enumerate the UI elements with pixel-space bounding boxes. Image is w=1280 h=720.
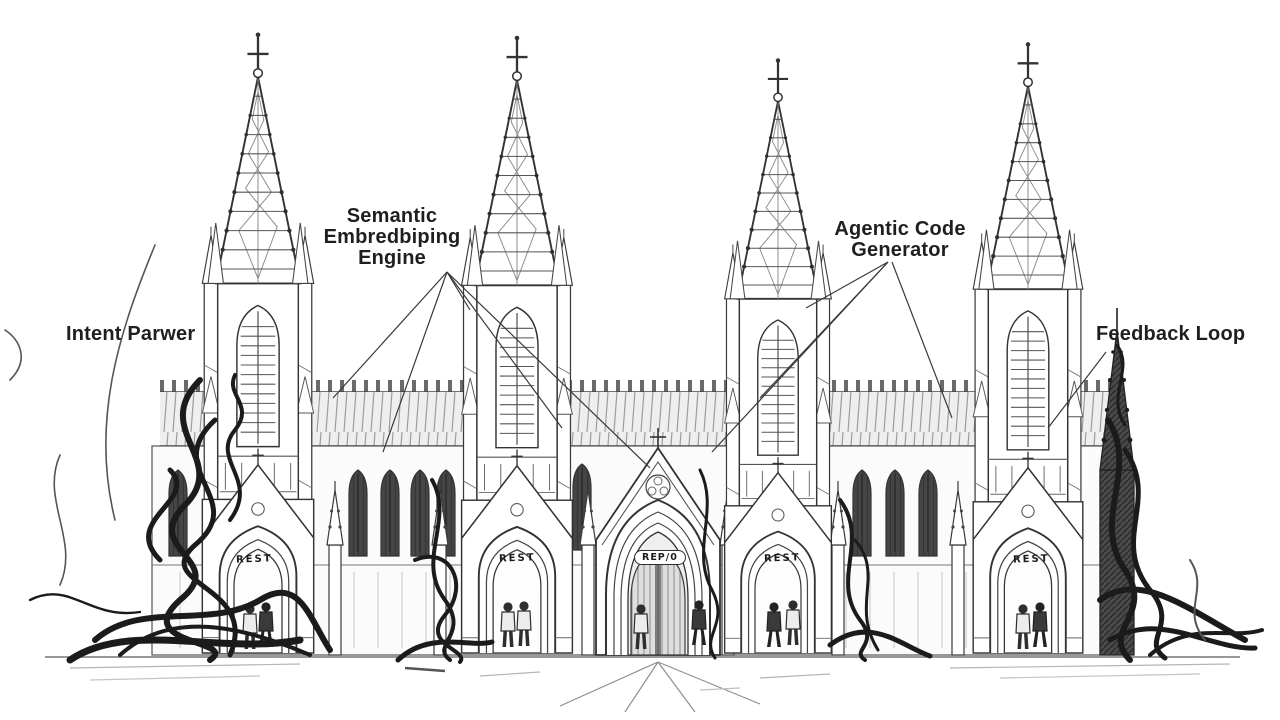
leader-lines bbox=[332, 261, 1107, 469]
door-sign-rest-1: REST bbox=[235, 553, 273, 566]
label-line: Generator bbox=[851, 239, 949, 261]
door-sign-rest-4: REST bbox=[763, 552, 801, 565]
label-line: Embredbiping bbox=[323, 226, 461, 248]
label-agentic-code-generator: Agentic Code Generator bbox=[810, 219, 990, 261]
label-intent-parser: Intent Parwer bbox=[66, 323, 196, 345]
door-sign-center-pill: REP/0 bbox=[634, 550, 686, 565]
door-sign-rest-5: REST bbox=[1012, 553, 1050, 566]
cable-tangle-left bbox=[4, 244, 333, 664]
label-feedback-loop: Feedback Loop bbox=[1096, 323, 1246, 345]
cable-tangle-right bbox=[1097, 343, 1264, 663]
cable-tangle-mid bbox=[395, 468, 933, 664]
label-line: Engine bbox=[358, 247, 426, 269]
door-sign-rest-2: REST bbox=[498, 552, 536, 565]
ground bbox=[45, 656, 1240, 713]
label-semantic-embedding-engine: Semantic Embredbiping Engine bbox=[297, 206, 487, 269]
label-line: Semantic bbox=[346, 205, 438, 227]
label-line: Agentic Code bbox=[834, 218, 966, 240]
